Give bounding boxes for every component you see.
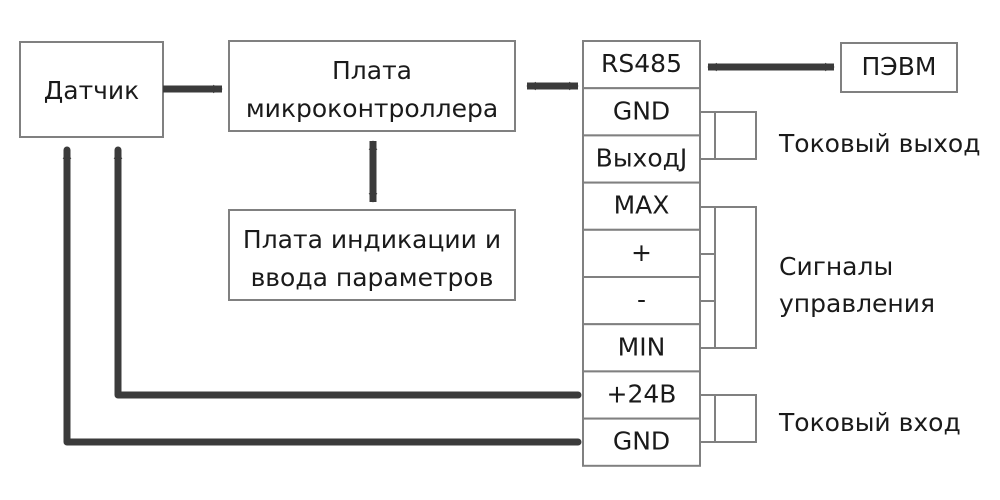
mcu-board-label-line1: Плата	[332, 56, 412, 85]
terminal-label-minus: -	[637, 285, 646, 314]
pc-label: ПЭВМ	[862, 52, 937, 81]
group-label-control-signals-line2: управления	[779, 289, 935, 318]
group-label-current-output: Токовый выход	[778, 129, 980, 158]
terminal-block: RS485 GND ВыходJ MAX + - MIN +24В GND	[582, 40, 701, 467]
terminal-label-plus: +	[631, 238, 652, 267]
group-label-current-input: Токовый вход	[778, 408, 961, 437]
terminal-row-gnd-bottom	[582, 417, 701, 467]
bracket-current-output	[700, 111, 757, 160]
display-board-label-line1: Плата индикации и	[243, 225, 501, 254]
terminal-row-max	[582, 181, 701, 231]
terminal-label-v24: +24В	[607, 380, 677, 409]
terminal-label-min: MIN	[618, 332, 666, 361]
terminal-label-current-out: ВыходJ	[596, 144, 688, 173]
connector-gnd-to-sensor	[62, 146, 582, 446]
display-board-label-line2: ввода параметров	[251, 263, 494, 292]
terminal-label-rs485: RS485	[601, 49, 682, 78]
terminal-row-minus	[582, 276, 701, 326]
block-mcu-board: Плата микроконтроллера	[228, 40, 516, 132]
terminal-label-gnd-bottom: GND	[613, 427, 670, 456]
mcu-board-label-line2: микроконтроллера	[246, 94, 498, 123]
block-sensor: Датчик	[19, 41, 164, 138]
bracket-current-input	[700, 394, 757, 443]
bracket-control-signals	[700, 206, 757, 349]
sensor-label: Датчик	[44, 76, 140, 105]
block-display-board: Плата индикации и ввода параметров	[228, 209, 516, 301]
connector-v24-to-sensor	[113, 146, 582, 399]
mcu-board-box	[228, 40, 516, 132]
block-pc: ПЭВМ	[840, 42, 958, 93]
sensor-box	[19, 41, 164, 138]
terminal-label-max: MAX	[614, 191, 670, 220]
pc-box	[840, 42, 958, 93]
group-label-control-signals-line1: Сигналы	[779, 252, 893, 281]
terminal-row-gnd-top	[582, 87, 701, 137]
terminal-row-v24	[582, 370, 701, 420]
terminal-label-gnd-top: GND	[613, 96, 670, 125]
display-board-box	[228, 209, 516, 301]
